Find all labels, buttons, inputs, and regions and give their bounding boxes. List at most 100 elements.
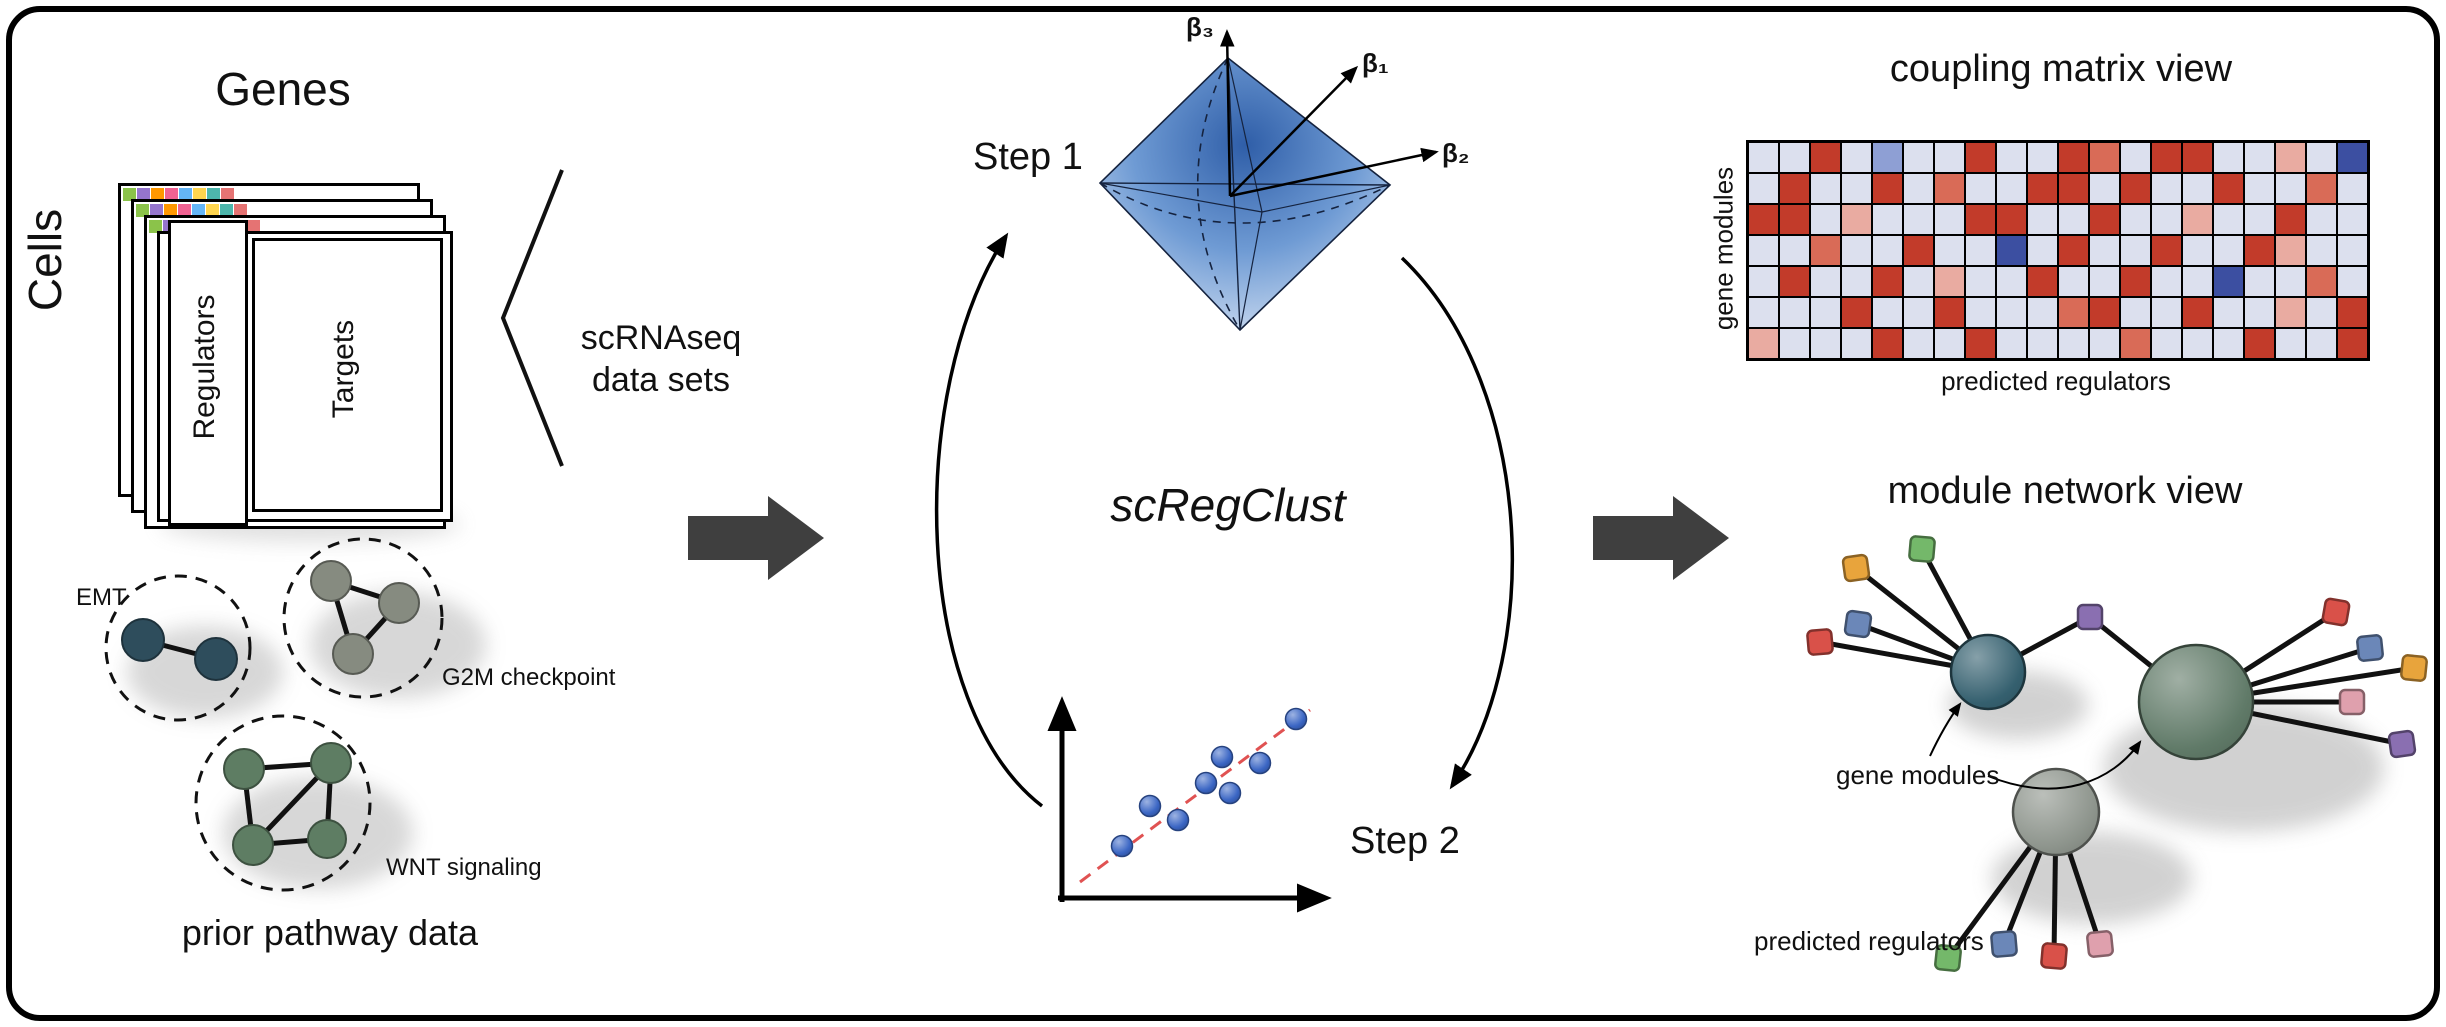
matrix-cell — [2276, 205, 2305, 234]
matrix-cell — [2028, 298, 2057, 327]
scatter-point — [1138, 794, 1162, 818]
matrix-cell — [1842, 236, 1871, 265]
matrix-cell — [2338, 267, 2367, 296]
emt-label: EMT — [76, 584, 127, 611]
pathway-node — [310, 742, 352, 784]
matrix-cell — [2307, 174, 2336, 203]
annotation-color-swatch — [206, 204, 219, 217]
matrix-cell — [2338, 298, 2367, 327]
matrix-cell — [1873, 174, 1902, 203]
matrix-cell — [2028, 267, 2057, 296]
pathway-node — [121, 618, 165, 662]
matrix-cell — [1904, 205, 1933, 234]
gene-modules-arrow-1 — [1929, 702, 1962, 757]
pathway-dashed-circle — [282, 537, 444, 699]
dataset-note-line1: scRNAseq — [580, 319, 742, 357]
matrix-cell — [2090, 143, 2119, 172]
annotation-color-swatch — [247, 220, 260, 233]
matrix-cell — [2183, 205, 2212, 234]
annotation-color-swatch — [234, 204, 247, 217]
matrix-cell — [1873, 205, 1902, 234]
matrix-cell — [2338, 143, 2367, 172]
coupling-matrix-title: coupling matrix view — [1889, 48, 2233, 90]
matrix-cell — [1811, 205, 1840, 234]
matrix-cell — [1935, 236, 1964, 265]
figure-frame — [6, 6, 2440, 1021]
matrix-cell — [1966, 236, 1995, 265]
matrix-cell — [1997, 205, 2026, 234]
matrix-cell — [1935, 267, 1964, 296]
matrix-cell — [1749, 267, 1778, 296]
matrix-cell — [1811, 329, 1840, 358]
scatter-point — [1210, 745, 1234, 769]
pathway-node — [232, 824, 274, 866]
matrix-cell — [2214, 236, 2243, 265]
matrix-cell — [1966, 205, 1995, 234]
network-shadow — [1992, 832, 2192, 924]
matrix-cell — [1780, 143, 1809, 172]
matrix-cell — [1873, 329, 1902, 358]
matrix-cell — [2059, 143, 2088, 172]
matrix-cell — [2245, 329, 2274, 358]
matrix-cell — [2059, 329, 2088, 358]
regulator-node — [1934, 944, 1962, 972]
pathway-node — [307, 819, 347, 859]
regulator-node — [2356, 634, 2384, 662]
matrix-cell — [1997, 298, 2026, 327]
matrix-cell — [2338, 174, 2367, 203]
matrix-cell — [2183, 298, 2212, 327]
annotation-color-swatch — [150, 204, 163, 217]
regulator-node — [2387, 729, 2417, 759]
matrix-cell — [2121, 205, 2150, 234]
matrix-cell — [2307, 143, 2336, 172]
pathway-node — [332, 633, 374, 675]
matrix-cell — [1811, 298, 1840, 327]
matrix-cell — [2152, 174, 2181, 203]
matrix-cell — [2152, 205, 2181, 234]
matrix-cell — [2276, 174, 2305, 203]
matrix-cell — [2276, 267, 2305, 296]
flow-arrow-left — [688, 496, 824, 580]
module-network — [1806, 535, 2428, 972]
matrix-cell — [2090, 329, 2119, 358]
matrix-cell — [2121, 236, 2150, 265]
matrix-cell — [2307, 205, 2336, 234]
matrix-cell — [2183, 174, 2212, 203]
annotation-color-swatch — [179, 188, 192, 201]
matrix-cell — [2152, 143, 2181, 172]
matrix-cell — [2090, 174, 2119, 203]
matrix-cell — [1935, 205, 1964, 234]
regulator-node — [1990, 930, 2018, 958]
pathway-node — [378, 582, 420, 624]
regulator-node — [1841, 553, 1871, 583]
matrix-cell — [1966, 298, 1995, 327]
matrix-cell — [1997, 329, 2026, 358]
matrix-cell — [2338, 236, 2367, 265]
polytope-illustration — [1098, 29, 1439, 332]
scatter-point — [1284, 707, 1308, 731]
method-title: scRegClust — [1110, 479, 1346, 531]
g2m-label: G2M checkpoint — [442, 664, 616, 691]
genes-label: Genes — [215, 63, 351, 115]
annotation-color-swatch — [207, 188, 220, 201]
matrix-cell — [2028, 143, 2057, 172]
beta3-axis — [1219, 29, 1235, 197]
annotation-color-swatch — [221, 188, 234, 201]
pathway-node — [310, 560, 352, 602]
matrix-cell — [1842, 205, 1871, 234]
matrix-cell — [2183, 329, 2212, 358]
matrix-cell — [2152, 298, 2181, 327]
matrix-cell — [1904, 267, 1933, 296]
matrix-cell — [1966, 267, 1995, 296]
annotation-strip — [136, 204, 247, 217]
matrix-cell — [1842, 298, 1871, 327]
beta1-axis-label: β₁ — [1362, 48, 1389, 78]
matrix-cell — [2214, 329, 2243, 358]
gene-modules-ylabel: gene modules — [1708, 166, 1739, 331]
matrix-cell — [1997, 236, 2026, 265]
matrix-cell — [1780, 174, 1809, 203]
matrix-cell — [1966, 329, 1995, 358]
prior-pathway-caption: prior pathway data — [181, 912, 479, 953]
cells-label: Cells — [19, 208, 71, 312]
